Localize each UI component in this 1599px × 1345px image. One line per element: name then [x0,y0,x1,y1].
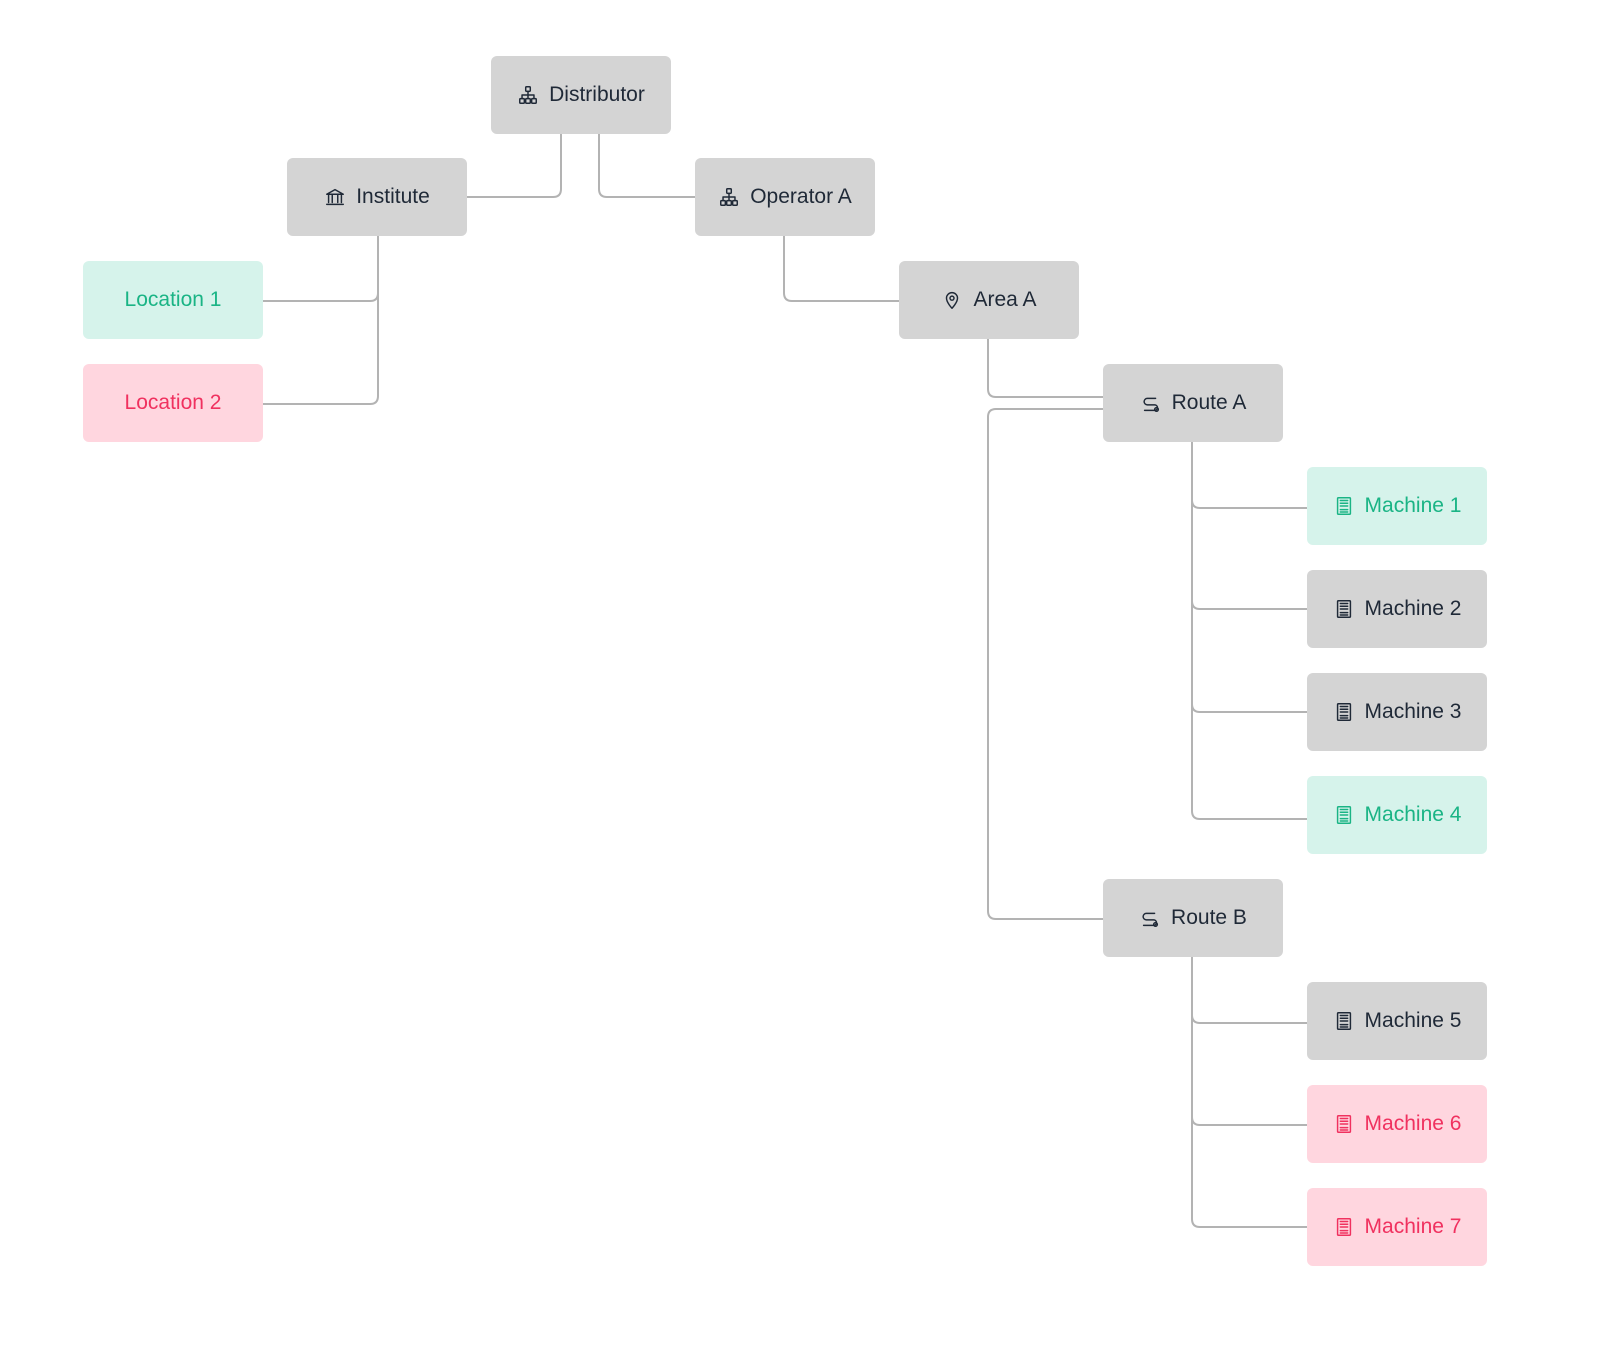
vending-machine-icon [1333,598,1355,620]
node-machine-3[interactable]: Machine 3 [1307,673,1487,751]
vending-machine-icon [1333,1010,1355,1032]
route-icon [1140,392,1162,414]
connector-route-a-machine-4 [1191,442,1307,820]
connector-area-a-route-a [987,339,1103,398]
node-route-a[interactable]: Route A [1103,364,1283,442]
connector-institute-location-1 [262,236,379,302]
node-label: Operator A [750,185,852,208]
node-label: Institute [356,185,430,208]
node-route-b[interactable]: Route B [1103,879,1283,957]
vending-machine-icon [1333,804,1355,826]
connector-operator-a-area-a [783,236,899,302]
network-icon [718,186,740,208]
connector-institute-location-2 [262,236,379,405]
node-label: Location 1 [124,288,222,311]
node-label: Machine 5 [1364,1009,1462,1032]
node-area-a[interactable]: Area A [899,261,1079,339]
node-label: Area A [973,288,1037,311]
bank-icon [324,186,346,208]
connector-route-a-machine-1 [1191,442,1307,509]
connector-route-b-machine-5 [1191,957,1307,1024]
node-institute[interactable]: Institute [287,158,467,236]
node-label: Machine 4 [1364,803,1462,826]
node-machine-4[interactable]: Machine 4 [1307,776,1487,854]
node-machine-7[interactable]: Machine 7 [1307,1188,1487,1266]
connector-route-b-machine-7 [1191,957,1307,1228]
route-icon [1139,907,1161,929]
connector-route-a-machine-2 [1191,442,1307,610]
node-location-2[interactable]: Location 2 [83,364,263,442]
node-label: Route B [1171,906,1247,929]
connector-route-a-machine-3 [1191,442,1307,713]
node-label: Distributor [549,83,645,106]
node-distributor[interactable]: Distributor [491,56,671,134]
node-machine-2[interactable]: Machine 2 [1307,570,1487,648]
connector-distributor-institute [466,133,562,198]
vending-machine-icon [1333,495,1355,517]
network-icon [517,84,539,106]
vending-machine-icon [1333,1216,1355,1238]
node-label: Location 2 [124,391,222,414]
node-label: Machine 6 [1364,1112,1462,1135]
node-label: Machine 2 [1364,597,1462,620]
map-pin-icon [941,289,963,311]
node-label: Machine 3 [1364,700,1462,723]
vending-machine-icon [1333,701,1355,723]
vending-machine-icon [1333,1113,1355,1135]
connector-area-a-route-b [987,408,1103,920]
node-machine-1[interactable]: Machine 1 [1307,467,1487,545]
node-operator-a[interactable]: Operator A [695,158,875,236]
node-label: Route A [1171,391,1247,414]
connector-route-b-machine-6 [1191,957,1307,1126]
node-label: Machine 7 [1364,1215,1462,1238]
node-location-1[interactable]: Location 1 [83,261,263,339]
node-label: Machine 1 [1364,494,1462,517]
node-machine-5[interactable]: Machine 5 [1307,982,1487,1060]
connector-distributor-operator-a [598,133,695,198]
node-machine-6[interactable]: Machine 6 [1307,1085,1487,1163]
